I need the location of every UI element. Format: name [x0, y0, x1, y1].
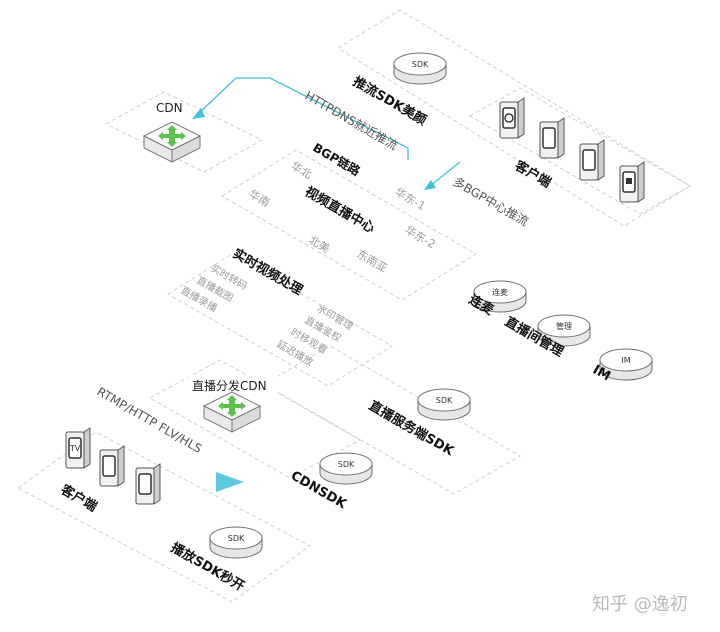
dist-cdn-label-bg — [188, 375, 278, 395]
client-device-monitor — [99, 445, 125, 487]
cdn-zone — [104, 91, 264, 173]
region-south-china: 华南 — [247, 186, 273, 209]
client-device-tablet — [135, 463, 161, 505]
client-label-top: 客户端 — [512, 158, 554, 191]
cdn-node-icon — [143, 121, 201, 163]
region-southeast-asia: 东南亚 — [355, 247, 390, 275]
distribution-arrow — [216, 472, 244, 492]
lianmai-disc: 连麦 — [473, 280, 527, 313]
bgp-zone — [221, 149, 477, 301]
bgp-link-label: BGP链路 — [311, 140, 364, 179]
client-device-3 — [579, 139, 605, 181]
room-mgmt-disc: 管理 — [537, 314, 591, 347]
client-device-4 — [619, 161, 645, 203]
dist-cdn-zone — [148, 359, 362, 479]
dist-cdn-label: 直播分发CDN — [192, 378, 267, 393]
cdn-sdk-disc: SDK — [319, 452, 373, 485]
player-sdk-disc: SDK — [209, 526, 263, 559]
protocols-label: RTMP/HTTP FLV/HLS — [95, 384, 205, 456]
processing-zone — [167, 253, 393, 387]
push-sdk-disc: SDK — [393, 52, 447, 85]
services-zone — [263, 345, 521, 495]
source-watermark: 知乎 @逸初 — [592, 594, 688, 615]
client-device-2 — [539, 117, 565, 159]
client-label-bottom: 客户端 — [58, 482, 100, 515]
im-disc: IM — [599, 348, 653, 381]
room-mgmt-disc-tag: 管理 — [556, 321, 572, 331]
im-disc-tag: IM — [621, 356, 630, 365]
live-server-sdk-disc-tag: SDK — [436, 396, 453, 405]
multi-bgp-label: 多BGP中心推流 — [451, 174, 532, 229]
dist-cdn-node-icon — [203, 391, 261, 433]
client-device-tv: TV — [65, 427, 91, 469]
multi-bgp-arrow — [424, 161, 461, 190]
cdn-sdk-disc-tag: SDK — [338, 460, 355, 469]
region-north-china: 华北 — [289, 158, 315, 181]
player-sdk-disc-tag: SDK — [228, 534, 245, 543]
tv-tag: TV — [69, 444, 81, 453]
lianmai-disc-tag: 连麦 — [492, 287, 508, 297]
region-east-china-2: 华东-2 — [403, 222, 439, 251]
live-center-label: 视频直播中心 — [302, 184, 378, 237]
cdn-label: CDN — [156, 101, 183, 115]
push-sdk-disc-tag: SDK — [412, 60, 429, 69]
httpdns-arrow — [192, 77, 409, 160]
client-zone-bottom — [17, 431, 311, 603]
live-server-sdk-disc: SDK — [417, 388, 471, 421]
client-zone-top — [468, 87, 692, 215]
client-device-1 — [499, 97, 525, 139]
